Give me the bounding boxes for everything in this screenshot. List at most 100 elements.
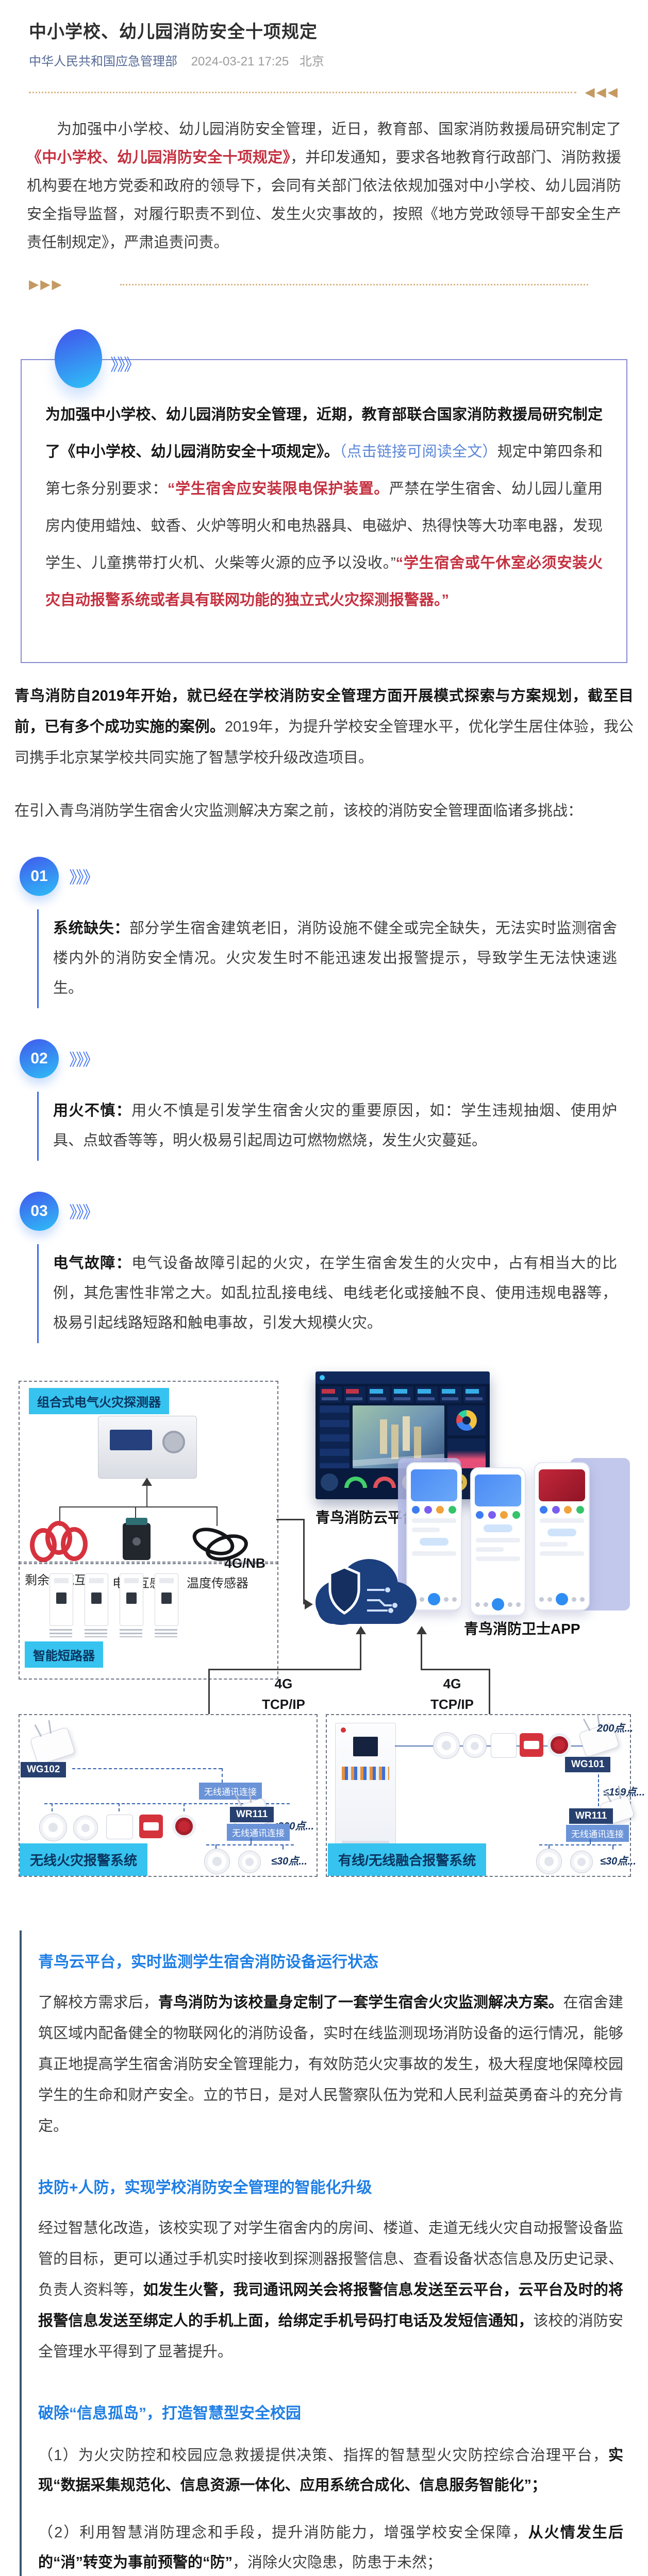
smart-breaker-box	[19, 1562, 278, 1680]
points-caption: ≤30点...	[600, 1856, 636, 1867]
text-segment: （2）利用智慧消防理念和手段，提升消防能力，增强学校安全保障，	[38, 2524, 528, 2541]
text-segment: 电气故障：	[53, 1255, 132, 1272]
wireless-dashed-line	[612, 1844, 613, 1850]
app-screenshot-phone	[534, 1462, 590, 1611]
wireless-dashed-line	[206, 1844, 294, 1845]
fusion-system-box	[326, 1714, 631, 1877]
wireless-dashed-line	[598, 1774, 599, 1806]
combo-detector-box	[19, 1381, 278, 1564]
smoke-detector-icon	[536, 1849, 562, 1874]
repeater-tag: WR111	[230, 1807, 274, 1822]
fusion-system-label: 有线/无线融合报警系统	[328, 1843, 487, 1876]
wireless-dashed-line	[44, 1803, 290, 1804]
section-paragraph: 经过智慧化改造，该校实现了对学生宿舍内的房间、楼道、走道无线火灾自动报警设备监管…	[38, 2213, 623, 2367]
dotted-line	[120, 283, 588, 285]
wireless-link-tag: 无线通讯连接	[566, 1825, 629, 1842]
challenge-2: 02 》》》 用火不慎：用火不慎是引发学生宿舍火灾的重要原因，如：学生违规抽烟、…	[0, 1039, 648, 1161]
wireless-dashed-line	[184, 1803, 185, 1811]
campus-3d-view	[353, 1405, 444, 1468]
chevron-icon: 》》》	[69, 1203, 99, 1222]
text-segment: 系统缺失：	[53, 920, 129, 937]
uplink-label: 4G/NB	[224, 1555, 265, 1571]
text-segment: 从火情发生后的“消”转变为事前预警的“防”	[38, 2524, 623, 2571]
text-segment: ，消除火灾隐患，防患于未然；	[232, 2554, 442, 2571]
text-segment: 为加强中小学校、幼儿园消防安全管理，近日，教育部、国家消防救援局研究制定了	[57, 121, 621, 138]
breaker-caption-bars	[155, 1629, 177, 1637]
connector-line	[208, 1669, 361, 1670]
points-caption: ≤30点...	[271, 1856, 307, 1867]
wireless-dashed-line	[251, 1838, 252, 1844]
challenge-text: 电气故障：电气设备故障引起的火灾，在学生宿舍发生的火灾中，占有相当大的比例，其危…	[37, 1244, 617, 1343]
wireless-dashed-line	[590, 1839, 591, 1844]
arrow-up-icon	[142, 1478, 152, 1486]
sensor-label: 温度传感器	[187, 1577, 248, 1590]
text-segment: 青鸟消防为该校量身定制了一套学生宿舍火灾监测解决方案。	[158, 1994, 563, 2011]
connector-line	[59, 1506, 218, 1507]
regulation-quote-box: 》》》 为加强中小学校、幼儿园消防安全管理，近期，教育部联合国家消防救援局研究制…	[21, 329, 627, 663]
intro-paragraph: 为加强中小学校、幼儿园消防安全管理，近日，教育部、国家消防救援局研究制定了《中小…	[27, 115, 621, 257]
alarm-sounder-icon	[172, 1815, 196, 1838]
connector-line	[421, 1669, 490, 1670]
wireless-dashed-line	[215, 1844, 217, 1850]
bottom-divider: ▶▶▶	[29, 277, 619, 292]
challenge-number-badge: 01	[20, 857, 59, 896]
benefit-item-1: （1）为火灾防控和校园应急救援提供决策、指挥的智慧型火灾防控综合治理平台，实现“…	[38, 2441, 623, 2500]
wireless-dashed-line	[52, 1803, 53, 1811]
points-caption: ≤199点...	[603, 1787, 645, 1798]
forward-arrows-icon: ▶▶▶	[29, 277, 63, 292]
io-module-icon	[106, 1815, 133, 1839]
circuit-breaker-icon	[85, 1573, 108, 1626]
text-segment: 经过智慧化改造，该校实现了对学生宿舍内的房间、楼道、走道无线火灾自动报警设备监管…	[38, 2220, 623, 2298]
text-segment: “学生宿舍或午休室必须安装火灾自动报警系统或者具有联网功能的独立式火灾探测报警器…	[45, 555, 603, 608]
inline-link[interactable]: （点击链接可阅读全文）	[339, 444, 497, 460]
section-paragraph: 了解校方需求后，青鸟消防为该校量身定制了一套学生宿舍火灾监测解决方案。在宿舍建筑…	[38, 1987, 623, 2142]
heat-detector-icon	[73, 1816, 98, 1840]
chevron-icon: 》》》	[69, 1050, 99, 1069]
text-segment: 严禁在学生宿舍、幼儿园儿童用房内使用蜡烛、蚊香、火炉等明火和电热器具、电磁炉、热…	[45, 481, 603, 571]
connector-line	[489, 1669, 490, 1714]
challenge-lead: 在引入青鸟消防学生宿舍火灾监测解决方案之前，该校的消防安全管理面临诸多挑战：	[14, 803, 583, 819]
smoke-detector-icon	[39, 1814, 67, 1841]
wireless-link-tag: 无线通讯连接	[199, 1783, 262, 1800]
manual-call-point-icon	[139, 1815, 163, 1838]
chevron-icon: 》》》	[69, 868, 99, 887]
challenge-number-badge: 02	[20, 1039, 59, 1078]
challenge-1: 01 》》》 系统缺失：部分学生宿舍建筑老旧，消防设施不健全或完全缺失，无法实时…	[0, 857, 648, 1008]
connector-line	[360, 1634, 361, 1670]
residual-current-transformer-icon	[30, 1519, 97, 1565]
publish-date: 2024-03-21 17:25	[191, 55, 289, 69]
arrow-up-icon	[417, 1626, 427, 1634]
account-link[interactable]: 中华人民共和国应急管理部	[29, 55, 177, 69]
breaker-caption-bars	[85, 1629, 107, 1637]
text-segment: 青鸟消防自2019年开始，就已经在学校消防安全管理方面开展模式探索与方案规划，截…	[14, 688, 634, 735]
points-caption: 200点...	[597, 1723, 634, 1734]
benefit-item-2: （2）利用智慧消防理念和手段，提升消防能力，增强学校安全保障，从火情发生后的“消…	[38, 2518, 623, 2576]
electrical-fire-detector-unit	[98, 1416, 197, 1479]
wireless-dashed-line	[539, 1844, 622, 1845]
chevron-icon: 》》》	[110, 355, 140, 374]
circuit-breaker-icon	[49, 1573, 73, 1626]
text-segment: （1）为火灾防控和校园应急救援提供决策、指挥的智慧型火灾防控综合治理平台，	[38, 2447, 608, 2464]
wireless-link-tag: 无线通讯连接	[227, 1824, 290, 1841]
text-segment: 用火不慎是引发学生宿舍火灾的重要原因，如：学生违规抽烟、使用炉具、点蚊香等等，明…	[53, 1103, 617, 1149]
heat-detector-icon	[570, 1851, 593, 1873]
text-segment: 电气设备故障引起的火灾，在学生宿舍发生的火灾中，占有相当大的比例，其危害性非常之…	[53, 1255, 617, 1331]
connector-line	[208, 1669, 210, 1714]
challenge-text: 系统缺失：部分学生宿舍建筑老旧，消防设施不健全或完全缺失，无法实时监测宿舍楼内外…	[37, 909, 617, 1008]
smoke-detector-icon	[433, 1732, 460, 1759]
challenge-text: 用火不慎：用火不慎是引发学生宿舍火灾的重要原因，如：学生违规抽烟、使用炉具、点蚊…	[37, 1092, 617, 1161]
quote-badge-icon	[55, 329, 102, 388]
circuit-breaker-icon	[120, 1573, 143, 1626]
breaker-caption-bars	[49, 1629, 72, 1637]
text-segment: 用火不慎：	[53, 1103, 132, 1119]
manual-call-point-icon	[520, 1733, 543, 1757]
challenge-number-badge: 03	[20, 1192, 59, 1231]
smart-breaker-label: 智能短路器	[25, 1641, 103, 1668]
publish-location: 北京	[299, 55, 324, 69]
section-heading-2: 技防+人防，实现学校消防安全管理的智能化升级	[38, 2179, 372, 2196]
heat-detector-icon	[238, 1851, 261, 1873]
text-segment: ，并印发通知，要求各地教育行政部门、消防救援机构要在地方党委和政府的领导下，会同…	[27, 149, 621, 251]
byline: 中华人民共和国应急管理部 2024-03-21 17:25 北京	[29, 51, 619, 69]
